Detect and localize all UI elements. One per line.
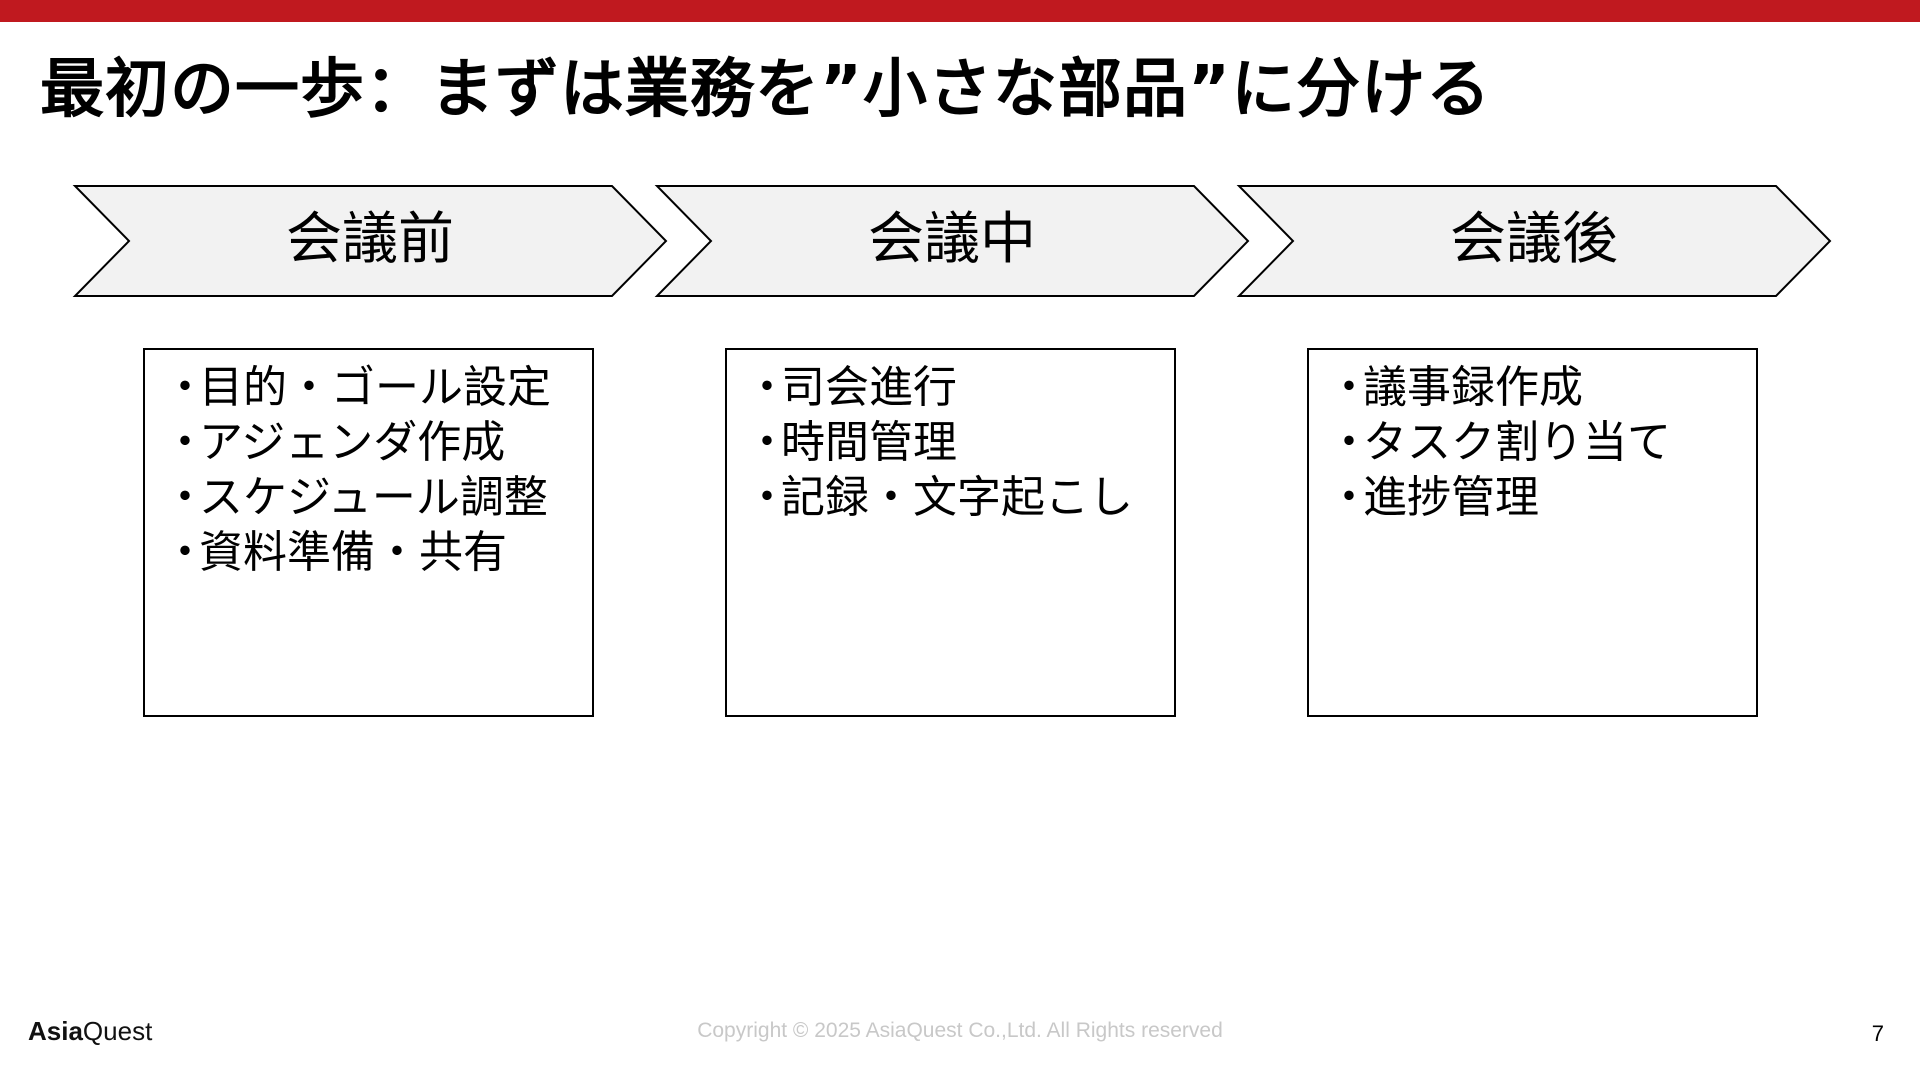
list-item: ・スケジュール調整	[163, 470, 592, 525]
chevron-before	[72, 185, 668, 297]
task-list-after: ・議事録作成 ・タスク割り当て ・進捗管理	[1327, 360, 1756, 525]
list-item-text: スケジュール調整	[199, 472, 548, 523]
list-item-text: 進捗管理	[1363, 472, 1539, 523]
bullet: ・	[163, 417, 207, 468]
task-list-before: ・目的・ゴール設定 ・アジェンダ作成 ・スケジュール調整 ・資料準備・共有	[163, 360, 592, 580]
list-item: ・アジェンダ作成	[163, 415, 592, 470]
task-list-during: ・司会進行 ・時間管理 ・記録・文字起こし	[745, 360, 1174, 525]
phase-box-after: ・議事録作成 ・タスク割り当て ・進捗管理	[1307, 348, 1758, 717]
chevron-after	[1236, 185, 1832, 297]
phase-label-during: 会議中	[868, 207, 1036, 272]
list-item-text: 議事録作成	[1363, 362, 1583, 413]
list-item: ・資料準備・共有	[163, 525, 592, 580]
list-item-text: 資料準備・共有	[199, 527, 507, 578]
bullet: ・	[1327, 417, 1371, 468]
list-item: ・時間管理	[745, 415, 1174, 470]
phase-label-after: 会議後	[1450, 207, 1618, 272]
company-logo: AsiaQuest	[28, 1016, 152, 1046]
phase-label-before: 会議前	[286, 207, 454, 272]
list-item-text: アジェンダ作成	[199, 417, 506, 468]
bullet: ・	[163, 527, 207, 578]
list-item: ・記録・文字起こし	[745, 470, 1174, 525]
accent-bar	[0, 0, 1920, 22]
list-item-text: タスク割り当て	[1363, 417, 1671, 468]
chevron-during	[654, 185, 1250, 297]
phase-box-during: ・司会進行 ・時間管理 ・記録・文字起こし	[725, 348, 1176, 717]
list-item: ・進捗管理	[1327, 470, 1756, 525]
page-number: 7	[1871, 1021, 1884, 1046]
bullet: ・	[1327, 472, 1371, 523]
phase-box-before: ・目的・ゴール設定 ・アジェンダ作成 ・スケジュール調整 ・資料準備・共有	[143, 348, 594, 717]
bullet: ・	[745, 417, 789, 468]
bullet: ・	[745, 362, 789, 413]
bullet: ・	[163, 472, 207, 523]
logo-text-light: Quest	[82, 1016, 153, 1046]
list-item: ・司会進行	[745, 360, 1174, 415]
bullet: ・	[745, 472, 789, 523]
bullet: ・	[1327, 362, 1371, 413]
list-item-text: 時間管理	[781, 417, 957, 468]
copyright-text: Copyright © 2025 AsiaQuest Co.,Ltd. All …	[697, 1019, 1223, 1042]
list-item: ・議事録作成	[1327, 360, 1756, 415]
list-item-text: 記録・文字起こし	[781, 472, 1133, 523]
logo-text-bold: Asia	[28, 1016, 83, 1046]
list-item-text: 目的・ゴール設定	[199, 362, 551, 413]
bullet: ・	[163, 362, 207, 413]
list-item: ・タスク割り当て	[1327, 415, 1756, 470]
list-item: ・目的・ゴール設定	[163, 360, 592, 415]
slide-title: 最初の一歩：まずは業務を”小さな部品”に分ける	[40, 53, 1492, 127]
list-item-text: 司会進行	[781, 362, 957, 413]
